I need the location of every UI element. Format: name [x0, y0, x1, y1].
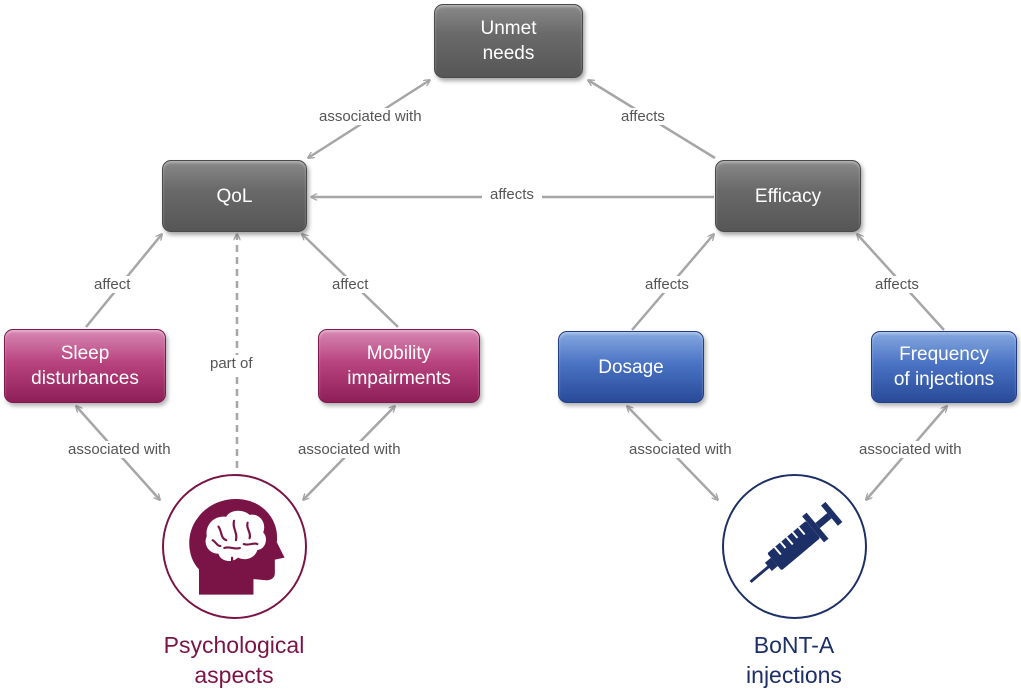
label-mobility-qol: affect	[330, 276, 371, 293]
psychological-aspects-label: Psychological aspects	[163, 632, 305, 688]
node-efficacy: Efficacy	[715, 160, 861, 232]
label-dosage-efficacy: affects	[643, 276, 691, 293]
node-qol: QoL	[162, 160, 307, 232]
node-frequency-of-injections: Frequency of injections	[871, 331, 1017, 403]
node-mobility-impairments: Mobility impairments	[318, 329, 480, 403]
label-qol-unmet: associated with	[317, 108, 424, 125]
label-psych-qol: part of	[208, 355, 255, 372]
syringe-icon	[749, 501, 843, 584]
label-mobility-psych: associated with	[296, 441, 403, 458]
bont-a-injections-circle	[722, 474, 867, 619]
node-unmet-needs: Unmet needs	[434, 4, 583, 78]
node-dosage: Dosage	[558, 331, 704, 403]
brain-head-icon	[189, 498, 285, 595]
psychological-aspects-circle	[162, 474, 307, 619]
node-sleep-disturbances: Sleep disturbances	[4, 329, 166, 403]
label-efficacy-unmet: affects	[619, 108, 667, 125]
label-dosage-bont: associated with	[627, 441, 734, 458]
label-sleep-qol: affect	[92, 276, 133, 293]
label-frequency-efficacy: affects	[873, 276, 921, 293]
label-efficacy-qol: affects	[482, 186, 542, 203]
label-sleep-psych: associated with	[66, 441, 173, 458]
label-frequency-bont: associated with	[857, 441, 964, 458]
bont-a-injections-label: BoNT-A injections	[746, 632, 842, 688]
